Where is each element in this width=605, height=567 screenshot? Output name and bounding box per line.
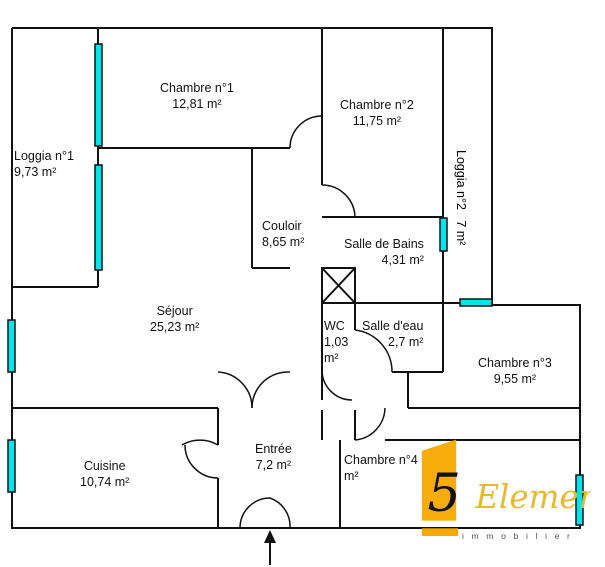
- door-arcs: [181, 115, 393, 529]
- room-wc: WC 1,03 m²: [324, 318, 354, 366]
- room-entree: Entrée 7,2 m²: [255, 441, 292, 473]
- windows: [7, 43, 584, 526]
- room-area: 7 m²: [454, 220, 468, 246]
- room-area: 25,23 m²: [150, 320, 200, 334]
- room-area: 9,55 m²: [493, 372, 537, 386]
- room-name: Chambre n°1: [160, 81, 234, 95]
- room-name: Cuisine: [83, 459, 126, 473]
- room-cuisine: Cuisine 10,74 m²: [80, 458, 129, 490]
- svg-text:5: 5: [428, 463, 461, 524]
- room-sejour: Séjour 25,23 m²: [150, 303, 199, 335]
- room-chambre4: Chambre n°4 m²: [344, 452, 418, 484]
- room-area: m²: [344, 469, 359, 483]
- room-chambre3: Chambre n°3 9,55 m²: [478, 355, 552, 387]
- entrance-arrow-icon: [264, 530, 276, 565]
- room-name: Couloir: [262, 219, 302, 233]
- room-area: 7,2 m²: [255, 458, 292, 472]
- room-name: Chambre n°3: [478, 356, 552, 370]
- room-area: 8,65 m²: [262, 235, 305, 249]
- room-area: 9,73 m²: [14, 165, 57, 179]
- room-couloir: Couloir 8,65 m²: [262, 218, 304, 250]
- walls: [11, 27, 581, 529]
- room-name: WC: [324, 319, 345, 333]
- room-chambre2: Chambre n°2 11,75 m²: [340, 97, 414, 129]
- room-name: Salle d'eau: [362, 319, 424, 333]
- agency-logo: 5 Element immobilier: [421, 439, 590, 541]
- svg-text:Element: Element: [474, 478, 590, 516]
- room-area: 10,74 m²: [80, 475, 130, 489]
- room-area: 11,75 m²: [352, 114, 402, 128]
- room-name: Chambre n°2: [340, 98, 414, 112]
- room-area: 1,03 m²: [324, 335, 349, 365]
- room-loggia2: Loggia n°2 7 m²: [454, 150, 468, 245]
- room-salle-eau: Salle d'eau 2,7 m²: [362, 318, 423, 350]
- room-name: Loggia n°1: [14, 149, 74, 163]
- room-area: 12,81 m²: [172, 97, 222, 111]
- room-area: 4,31 m²: [381, 253, 424, 267]
- room-chambre1: Chambre n°1 12,81 m²: [160, 80, 234, 112]
- room-name: Loggia n°2: [454, 150, 468, 210]
- room-name: Salle de Bains: [344, 237, 424, 251]
- room-name: Entrée: [255, 442, 292, 456]
- room-name: Séjour: [156, 304, 193, 318]
- room-salle-de-bains: Salle de Bains 4,31 m²: [344, 236, 424, 268]
- room-loggia1: Loggia n°1 9,73 m²: [14, 148, 74, 180]
- room-area: 2,7 m²: [388, 335, 424, 349]
- svg-text:immobilier: immobilier: [462, 531, 578, 541]
- room-name: Chambre n°4: [344, 453, 418, 467]
